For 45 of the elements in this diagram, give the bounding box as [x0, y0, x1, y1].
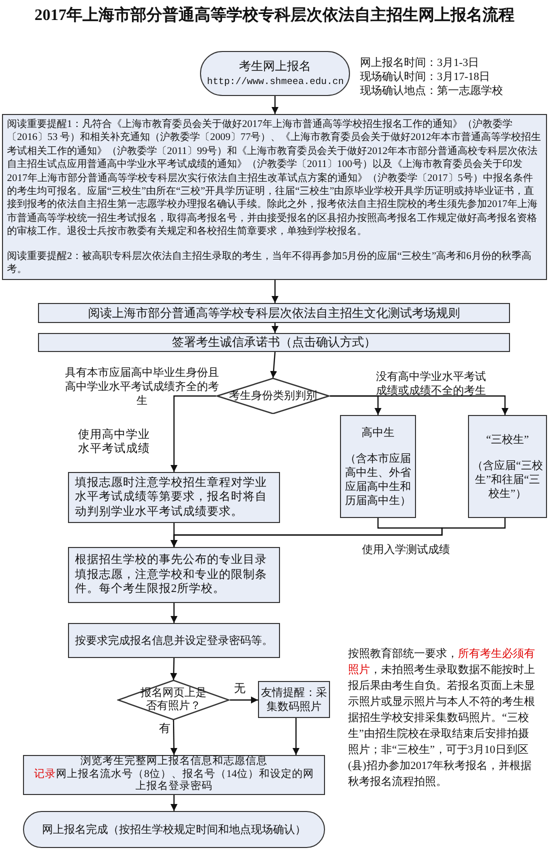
box-heading: 考生网上报名	[238, 58, 312, 74]
box-text: 记录网上报名流水号（8位）、报名号（14位）和设定的网上报名登录密码	[33, 768, 315, 794]
edge-label: 无	[234, 682, 248, 696]
branch-label: 使用入学测试成绩	[362, 543, 451, 557]
arrow	[170, 795, 178, 811]
arrow	[170, 603, 178, 623]
arrow	[272, 280, 278, 303]
start-terminal	[200, 51, 350, 96]
reminder-box: 友情提醒：采集数码照片	[258, 681, 330, 718]
box-heading: 浏览考生完整网上报名信息和志愿信息	[80, 756, 268, 768]
process-box: 根据招生学校的事先公布的专业目录填报志愿，注意学校和专业的限制条件。每个考生限报2所学校。	[68, 547, 280, 603]
category-box	[340, 415, 416, 518]
notice-paragraph: 阅读重要提醒1：凡符合《上海市教育委员会关于做好2017年上海市普通高等学校招生报名工作的通知》（沪教委学〔2016〕53 号）和相关补充通知（沪教委学〔2009〕77号）、《上海市教育委员会关于做好2012年本市普通高等学校招生考试相关工作的通知》（沪教委学〔2011〕99号）和《上海市教育委员会关于做好2012年本市部分普通高校专科层次依法自主招生试点应用普通高中学业水平考试成绩的通知》（沪教委学〔2011〕100号）以及《上海市教育委员会关于印发2017年上海市部分普通高等学校专科层次实行依法自主招生改革试点方案的通知》（沪教委学〔2017〕5号）中报名条件的考生均可报名。应届“三校生”由所在“三校”开具学历证明，往届“三校生”由原毕业学校开具学历证明或持毕业证书，直接到报考的依法自主招生第一志愿学校办理报名确认手续。除此之外，报考依法自主招生院校的考生须先参加2017年上海市普通高等学校统一招生考试报名，取得高考报名号，并由接受报名的区县招办按照高考报名工作规定做好高考报名资格的审核工作。退役士兵按市教委有关规定和各校招生简章要求，单独到学校报名。	[7, 118, 542, 239]
process-box: 签署考生诚信承诺书（点击确认方式）	[38, 333, 510, 352]
process-box	[23, 755, 325, 795]
arrow	[272, 96, 278, 114]
end-terminal: 网上报名完成（按招生学校规定时间和地点现场确认）	[23, 811, 325, 848]
arrow	[330, 395, 508, 415]
title: 2017年上海市部分普通高等学校专科层次依法自主招生网上报名流程	[34, 6, 516, 26]
arrow	[170, 720, 178, 755]
arrow	[170, 518, 506, 547]
arrow	[230, 696, 258, 704]
category-box	[468, 415, 547, 518]
info-text: 现场确认时间：3月17-18日	[360, 70, 490, 84]
box-text: http://www.shmeea.edu.cn	[207, 74, 343, 88]
arrow	[272, 323, 278, 333]
arrow	[270, 352, 278, 378]
notice-paragraph: 阅读重要提醒2：被高职专科层次依法自主招生录取的考生，当年不得再参加5月份的应届“三校生”高考和6月份的秋季高考。	[7, 250, 532, 276]
box-heading: “三校生”	[485, 432, 530, 446]
arrow	[292, 718, 300, 755]
notice-box	[2, 114, 547, 280]
process-box: 按要求完成报名信息并设定登录密码等。	[68, 623, 280, 658]
process-box: 填报志愿时注意学校招生章程对学业水平考试成绩等第要求，报名时将自动判别学业水平考试成绩要求。	[68, 472, 280, 523]
box-text: （含本市应届高中生、外省应届高中生和历届高中生）	[344, 452, 412, 508]
info-text: 现场确认地点：第一志愿学校	[360, 84, 503, 98]
arrow	[170, 395, 216, 472]
decision-diamond: 报名网页上是否有照片？	[117, 680, 230, 720]
edge-label: 有	[159, 722, 173, 736]
box-text: （含应届“三校生”和往届“三校生”）	[472, 458, 543, 500]
box-heading: 高中生	[360, 426, 396, 440]
note-text: 按照教育部统一要求，所有考生必须有照片，未拍照考生录取数据不能按时上报后果由考生自负。若报名页面上未显示照片或显示照片与本人不符的考生根据招生学校安排采集数码照片。“三校生”由招生院校在录取结束后安排拍摄照片；非“三校生”，可于3月10日到区(县)招办参加2017年秋考报名，并根据秋考报名流程拍照。	[348, 646, 536, 790]
process-box: 阅读上海市部分普通高等学校专科层次依法自主招生文化测试考场规则	[38, 303, 510, 323]
arrow	[170, 658, 178, 680]
branch-label: 没有高中学业水平考试成绩或成绩不全的考生	[375, 370, 487, 398]
info-text: 网上报名时间：3月1-3日	[360, 56, 480, 70]
